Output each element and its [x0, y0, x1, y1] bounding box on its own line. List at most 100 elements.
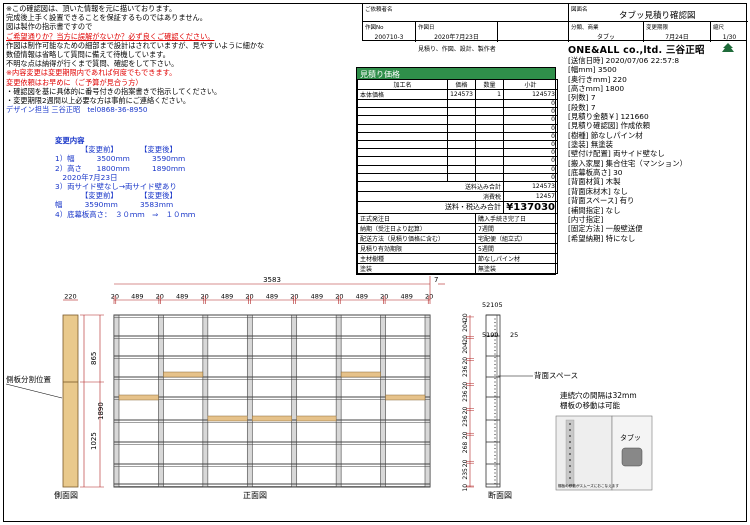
dim-section-height: 20: [462, 382, 469, 390]
spec-line: [背面スペース] 有り: [568, 196, 635, 206]
spec-line: [塗装] 無塗装: [568, 140, 614, 150]
dim-label: 20: [380, 293, 388, 301]
front-post: [158, 314, 164, 488]
section-hole: [494, 325, 496, 327]
change-line: 2020年7月23日: [55, 172, 118, 182]
section-hole: [494, 374, 496, 376]
table-row: 0: [357, 115, 558, 125]
change-line: 2）高さ 1800mm 1890mm: [55, 163, 186, 173]
dim-lower: 1025: [90, 432, 98, 450]
table-cell: 0: [503, 123, 558, 133]
table-cell: [475, 131, 504, 141]
dim-section-height: 236: [462, 390, 469, 402]
table-cell: 本体価格: [357, 89, 448, 100]
section-hole: [494, 342, 496, 345]
dim-section-height: 236: [462, 415, 469, 427]
category-cell: 分類、商業タブッ: [569, 22, 644, 42]
dim-label: 489: [400, 293, 412, 301]
client-cell: ご依頼者名: [363, 4, 569, 22]
table-cell: 無塗装: [475, 262, 558, 274]
dim-section-height: 235: [462, 468, 469, 480]
table-row: 0: [357, 172, 558, 182]
pin-hole: [569, 471, 571, 473]
table-cell: 数量: [475, 79, 504, 90]
table-cell: 価格: [447, 79, 476, 90]
front-post: [424, 314, 431, 488]
pin-note-2: 棚板の移動は可能: [560, 400, 620, 410]
pin-hole: [569, 477, 571, 479]
table-cell: [447, 115, 476, 125]
dim-label: 20: [425, 293, 433, 301]
table-cell: 節なしパイン材: [475, 252, 558, 264]
dim-label: 20: [111, 293, 119, 301]
notes-block: ※この確認図は、頂いた情報を元に描いております。完成後上手く設置できることを保証…: [6, 4, 346, 114]
section-hole: [494, 377, 496, 380]
dim-label: 489: [311, 293, 323, 301]
section-hole: [494, 409, 496, 411]
dim-right-gap: 7: [434, 276, 438, 284]
table-row: 0: [357, 139, 558, 150]
section-hole: [494, 447, 496, 450]
table-cell: 加工名: [357, 79, 448, 90]
note-line: 数値情報は省略して質問に備えて待機しています。: [6, 49, 170, 59]
back-space-label: 背面スペース: [534, 370, 578, 380]
table-cell: 消費税: [357, 190, 504, 202]
table-cell: 7週間: [475, 222, 558, 234]
pin-photo-1: [555, 415, 613, 491]
movable-shelf: [163, 371, 204, 378]
front-view-label: 正面図: [243, 491, 267, 500]
section-hole: [494, 465, 496, 467]
pin-hole: [569, 423, 571, 425]
section-hole: [494, 405, 496, 408]
section-hole: [494, 391, 496, 394]
dim-section-height: 20: [462, 459, 469, 467]
spec-line: [奥行きmm] 220: [568, 74, 627, 84]
pin-hole: [569, 465, 571, 467]
movable-shelf: [207, 415, 248, 422]
section-body: [485, 314, 501, 488]
front-post: [291, 314, 298, 488]
spec-line: [段数] 7: [568, 102, 596, 112]
spec-line: [見積り確認図] 作成依頼: [568, 121, 651, 131]
movable-shelf: [340, 371, 381, 378]
table-cell: [447, 131, 476, 141]
table-cell: 0: [503, 115, 558, 125]
spec-line: [高さmm] 1800: [568, 84, 625, 94]
front-post: [202, 314, 209, 488]
table-cell: 0: [503, 131, 558, 141]
spec-line: [送信日時] 2020/07/06 22:57:8: [568, 56, 680, 65]
table-cell: [475, 98, 504, 109]
company-logo: [721, 42, 735, 54]
table-cell: 送料込み合計: [357, 180, 504, 192]
dim-section-height: 20: [462, 406, 469, 414]
change-line: 3）両サイド壁なし→両サイド壁あり: [55, 181, 177, 191]
table-row: 0: [357, 98, 558, 109]
section-top-dims: 52105: [482, 301, 503, 309]
dim-total-height: 1890: [97, 402, 105, 420]
movable-shelf: [252, 415, 292, 422]
spec-line: [希望納期] 特になし: [568, 233, 636, 243]
section-hole: [494, 395, 496, 397]
table-cell: [447, 98, 476, 109]
note-line: 完成後上手く設置できることを保証するものではありません。: [6, 13, 207, 23]
table-cell: ¥137030: [503, 200, 558, 214]
table-cell: [447, 107, 476, 117]
dim-section-height: 268: [462, 442, 469, 454]
note-line: ・変更期限2週間以上必要な方は事前にご連絡ください。: [6, 95, 191, 105]
section-hole: [494, 384, 496, 387]
table-cell: 0: [503, 98, 558, 109]
section-hole: [494, 454, 496, 457]
section-hole: [494, 437, 496, 439]
front-cabinet: [113, 314, 431, 488]
table-cell: 配送方法（見積り価格に含む）: [357, 232, 476, 244]
section-hole: [494, 321, 496, 324]
spec-line: [列数] 7: [568, 93, 596, 103]
table-cell: [357, 156, 448, 166]
